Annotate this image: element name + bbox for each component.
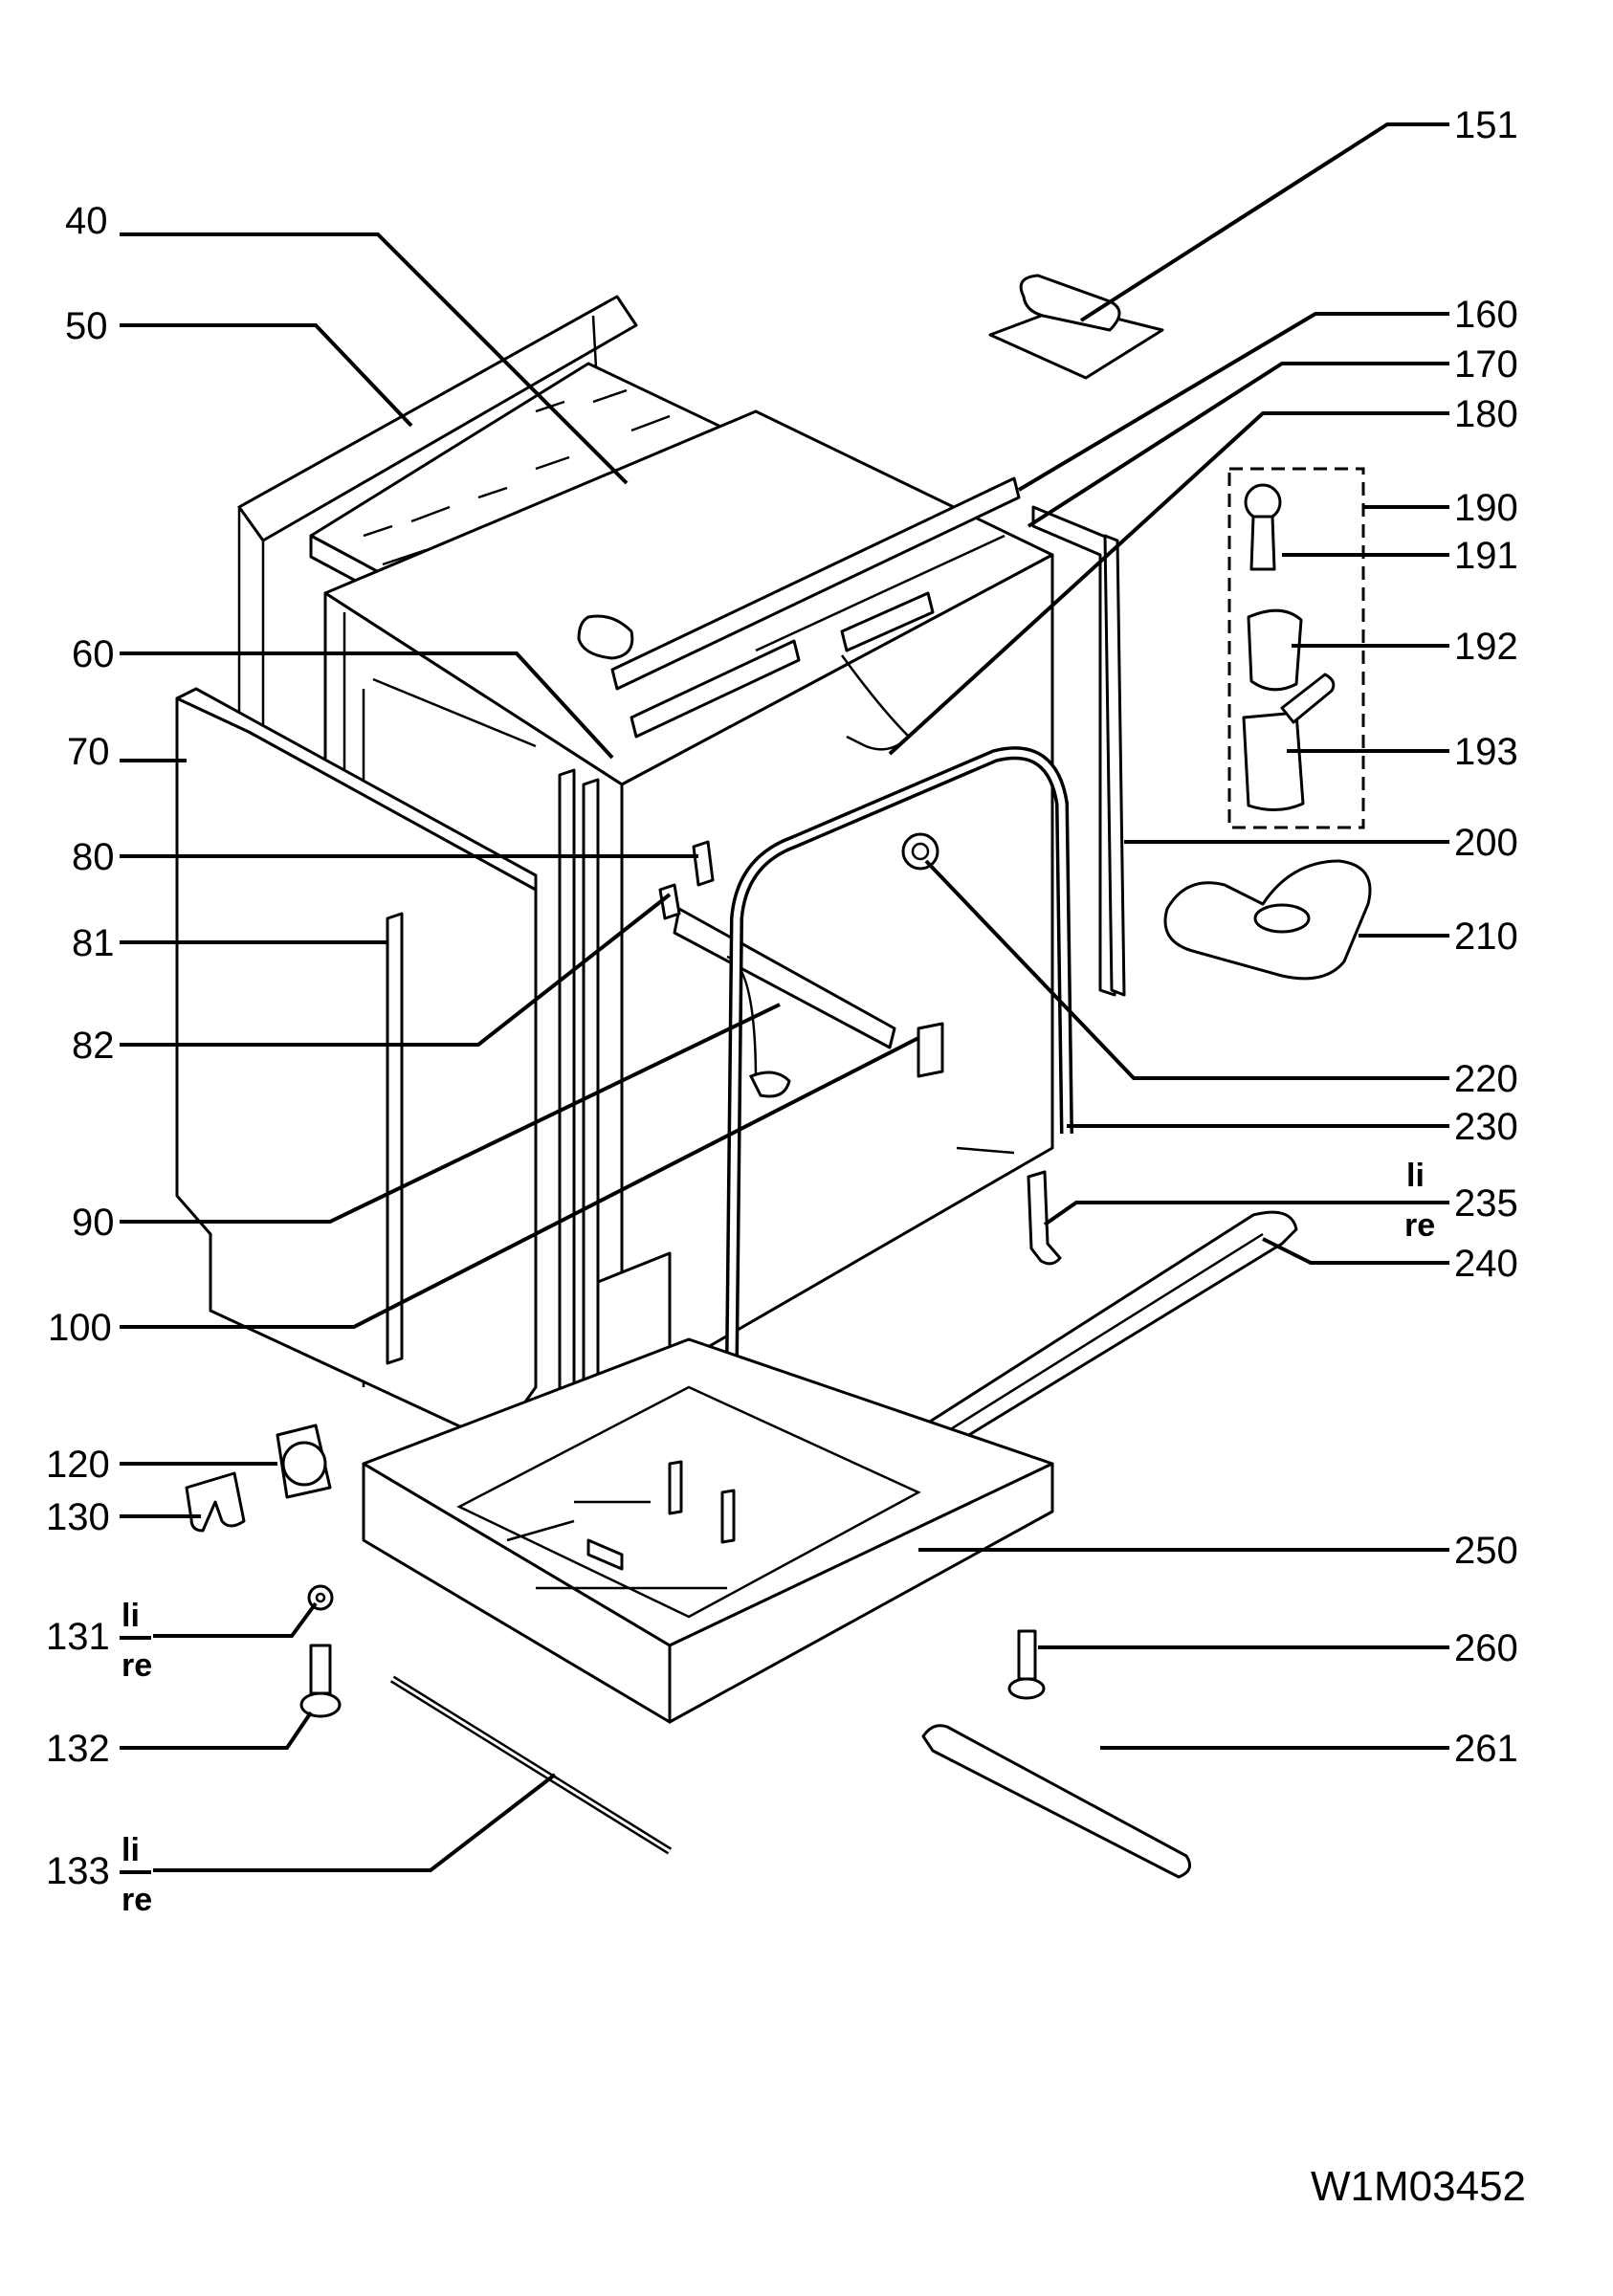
foot-strip-drawing [921, 1724, 1192, 1879]
position-number-100: 100 [48, 1307, 112, 1349]
position-number-90: 90 [72, 1202, 115, 1244]
position-number-80: 80 [72, 836, 115, 878]
position-number-261: 261 [1454, 1728, 1518, 1770]
position-number-130: 130 [46, 1496, 110, 1538]
screw-260-drawing [1007, 1629, 1046, 1700]
back-panel-drawing [237, 295, 638, 727]
position-number-40: 40 [65, 200, 108, 242]
filter-set-drawing [1227, 467, 1365, 829]
position-number-180: 180 [1454, 393, 1518, 435]
position-number-60: 60 [72, 633, 115, 675]
rolled-sheet-drawing [988, 274, 1164, 380]
position-number-235: 235 [1454, 1182, 1518, 1225]
base-tray-drawing [362, 1337, 1054, 1724]
position-numbers: 151 40 50 160 170 180 190 191 60 192 70 … [46, 104, 1518, 1892]
side-marks: li re li re li re [122, 1158, 1435, 1918]
side-mark-left-131: li [122, 1598, 140, 1634]
position-number-240: 240 [1454, 1243, 1518, 1285]
position-number-151: 151 [1454, 104, 1518, 146]
position-number-220: 220 [1454, 1058, 1518, 1100]
part-drawings [175, 274, 1372, 1879]
position-number-160: 160 [1454, 294, 1518, 336]
side-mark-right-133: re [122, 1882, 152, 1918]
position-number-81: 81 [72, 922, 115, 964]
side-strip-drawing [1103, 534, 1126, 997]
side-mark-right-131: re [122, 1647, 152, 1684]
position-number-70: 70 [67, 731, 110, 773]
side-mark-underlines [120, 1201, 1435, 1874]
position-number-50: 50 [65, 305, 108, 347]
seal-plug-drawing [901, 832, 939, 871]
position-number-250: 250 [1454, 1530, 1518, 1572]
screw-132-drawing [299, 1644, 342, 1718]
position-number-192: 192 [1454, 626, 1518, 668]
clip-drawing [185, 1471, 246, 1533]
inner-frame-drawing [558, 768, 1015, 1423]
position-number-230: 230 [1454, 1106, 1518, 1148]
hinge-drawing [276, 1424, 332, 1499]
position-number-191: 191 [1454, 535, 1518, 577]
leader-lines [120, 122, 1449, 1872]
door-seal-drawing [725, 746, 1073, 1359]
position-number-210: 210 [1454, 916, 1518, 958]
small-bracket-drawing [1027, 1170, 1062, 1266]
position-number-132: 132 [46, 1728, 110, 1770]
side-mark-left-235: li [1406, 1158, 1425, 1194]
drawing-code: W1M03452 [1311, 2163, 1526, 2210]
position-number-170: 170 [1454, 343, 1518, 386]
position-number-133: 133 [46, 1850, 110, 1892]
rod-drawing [389, 1675, 673, 1855]
position-number-131: 131 [46, 1616, 110, 1658]
position-number-190: 190 [1454, 487, 1518, 529]
position-number-260: 260 [1454, 1627, 1518, 1669]
sieve-plate-drawing [1163, 859, 1372, 981]
side-panel-drawing [175, 687, 538, 1456]
position-number-200: 200 [1454, 822, 1518, 864]
side-mark-right-235: re [1404, 1207, 1435, 1244]
side-mark-left-133: li [122, 1832, 140, 1868]
position-number-120: 120 [46, 1444, 110, 1486]
position-number-82: 82 [72, 1025, 115, 1067]
position-number-193: 193 [1454, 731, 1518, 773]
base-rail-drawing [907, 1210, 1298, 1456]
